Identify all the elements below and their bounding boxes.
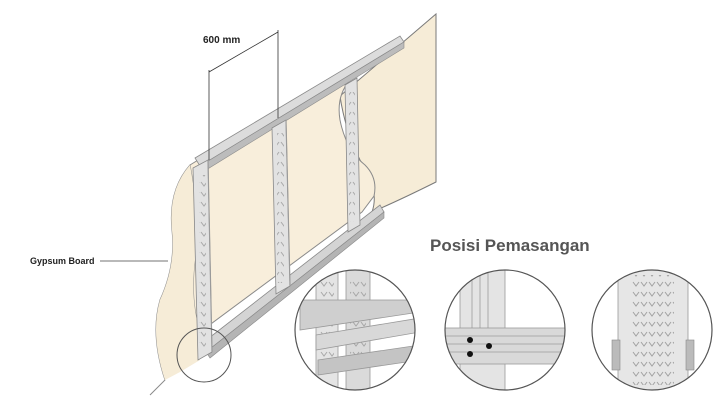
screw-2 (486, 343, 492, 349)
stud-right (344, 77, 361, 233)
gypsum-board-label: Gypsum Board (30, 256, 95, 266)
detail-view-1 (294, 269, 416, 391)
screw-3 (467, 351, 473, 357)
detail-view-3 (591, 269, 713, 391)
board-left-fill (156, 165, 200, 380)
bottom-track-lip (205, 211, 385, 359)
dimension-label: 600 mm (203, 35, 240, 46)
dimension-600mm: 600 mm (203, 30, 279, 160)
stud-middle (271, 119, 291, 295)
stud-left (192, 159, 213, 361)
gypsum-board-callout: Gypsum Board (30, 256, 168, 266)
detail-marker-circle (176, 327, 232, 383)
installation-position-title: Posisi Pemasangan (430, 236, 590, 255)
detail-view-2 (444, 269, 566, 391)
screw-1 (467, 337, 473, 343)
